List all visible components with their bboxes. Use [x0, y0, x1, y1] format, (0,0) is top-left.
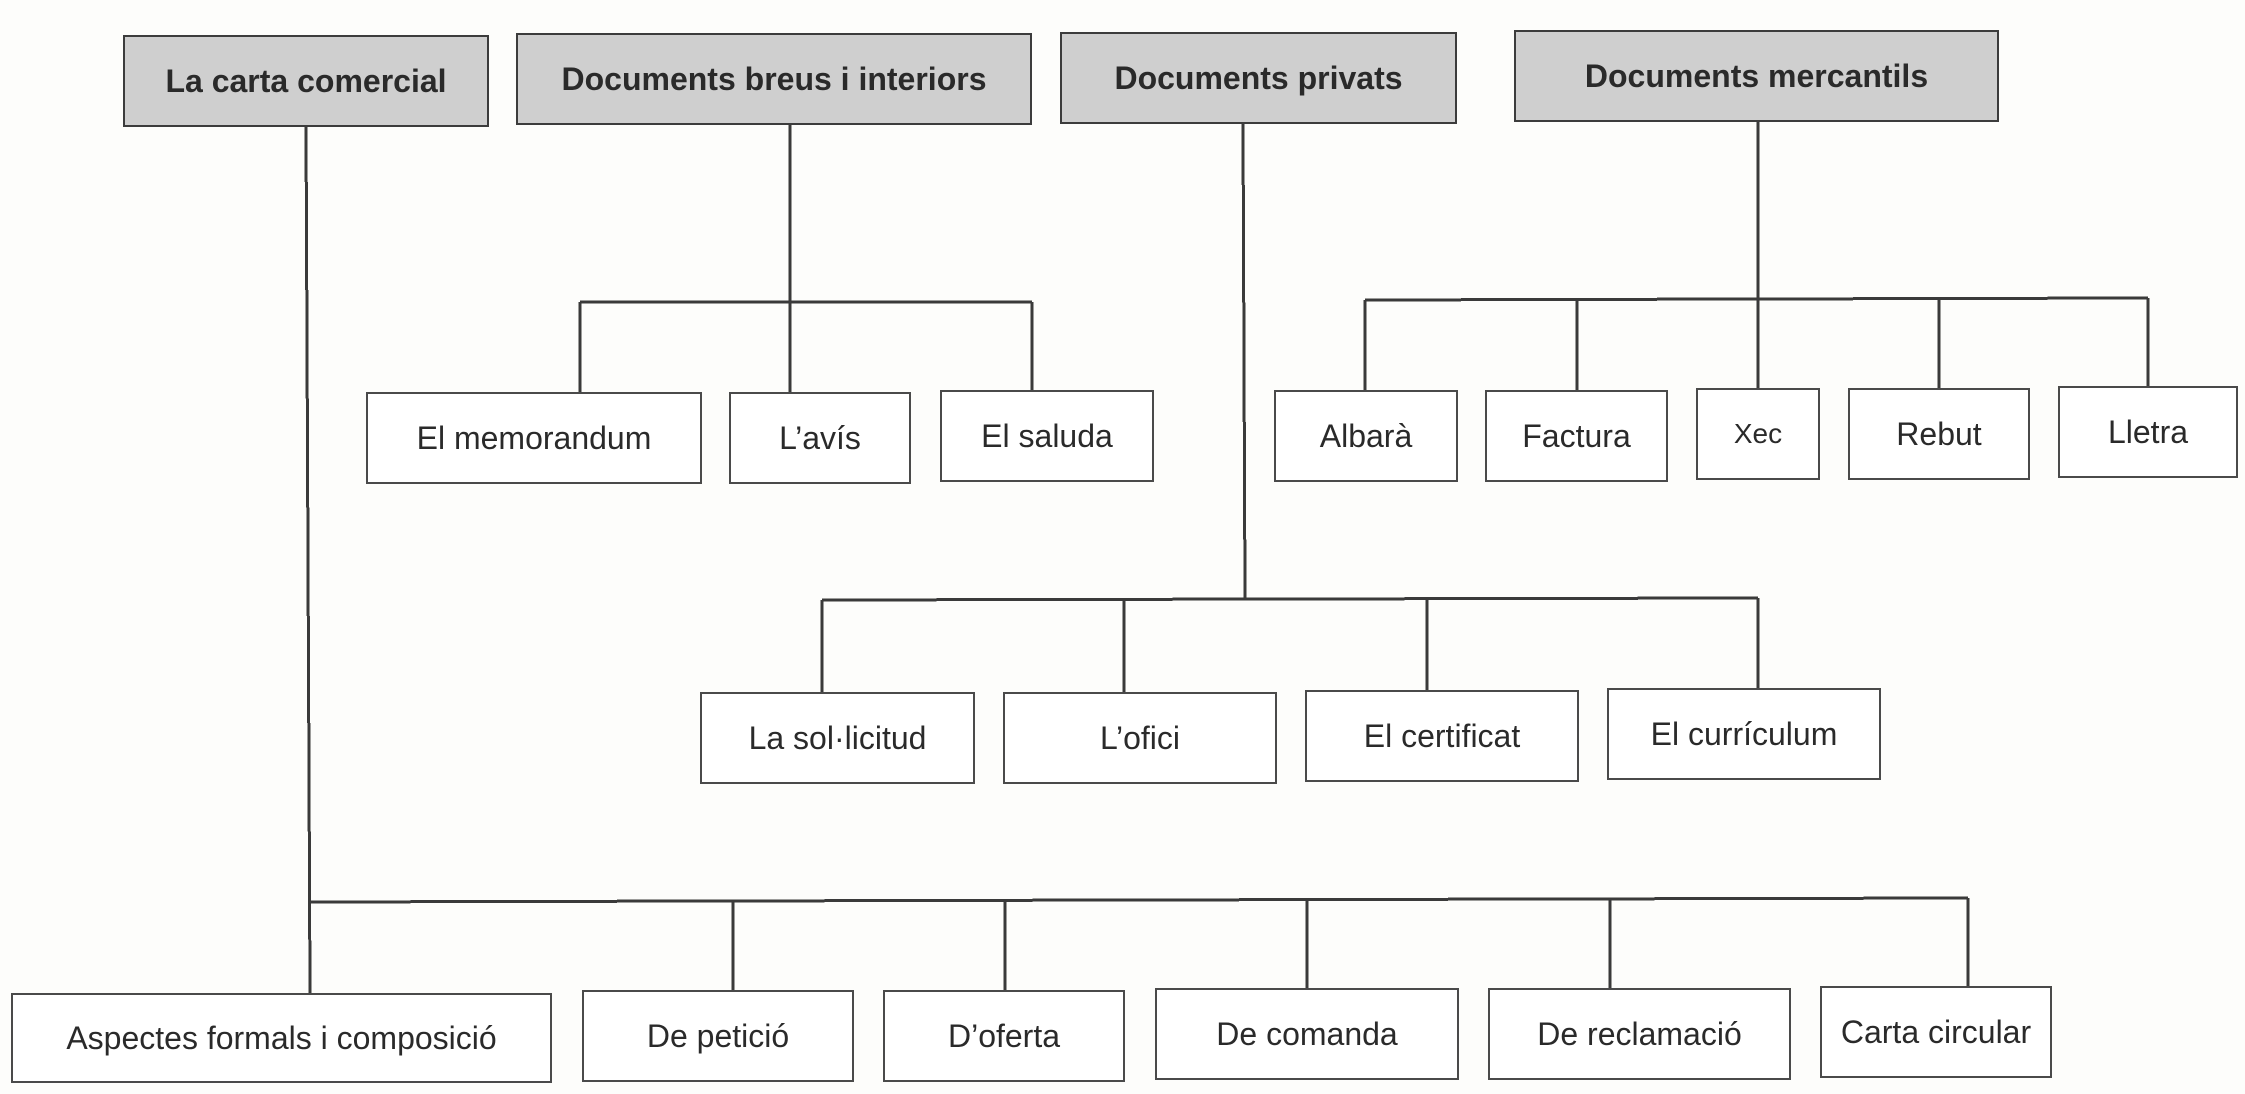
node-xec[interactable]: Xec	[1696, 388, 1820, 480]
node-memorandum[interactable]: El memorandum	[366, 392, 702, 484]
node-certificat[interactable]: El certificat	[1305, 690, 1579, 782]
node-factura[interactable]: Factura	[1485, 390, 1668, 482]
node-comanda[interactable]: De comanda	[1155, 988, 1459, 1080]
node-oferta[interactable]: D’oferta	[883, 990, 1125, 1082]
node-curriculum[interactable]: El currículum	[1607, 688, 1881, 780]
header-documents-breus-i-interiors[interactable]: Documents breus i interiors	[516, 33, 1032, 125]
node-ofici[interactable]: L’ofici	[1003, 692, 1277, 784]
node-saluda[interactable]: El saluda	[940, 390, 1154, 482]
node-lletra[interactable]: Lletra	[2058, 386, 2238, 478]
node-sollicitud[interactable]: La sol·licitud	[700, 692, 975, 784]
node-albara[interactable]: Albarà	[1274, 390, 1458, 482]
node-carta-circular[interactable]: Carta circular	[1820, 986, 2052, 1078]
header-la-carta-comercial[interactable]: La carta comercial	[123, 35, 489, 127]
node-rebut[interactable]: Rebut	[1848, 388, 2030, 480]
header-documents-mercantils[interactable]: Documents mercantils	[1514, 30, 1999, 122]
node-avis[interactable]: L’avís	[729, 392, 911, 484]
node-aspectes-formals[interactable]: Aspectes formals i composició	[11, 993, 552, 1083]
header-documents-privats[interactable]: Documents privats	[1060, 32, 1457, 124]
node-peticio[interactable]: De petició	[582, 990, 854, 1082]
node-reclamacio[interactable]: De reclamació	[1488, 988, 1791, 1080]
